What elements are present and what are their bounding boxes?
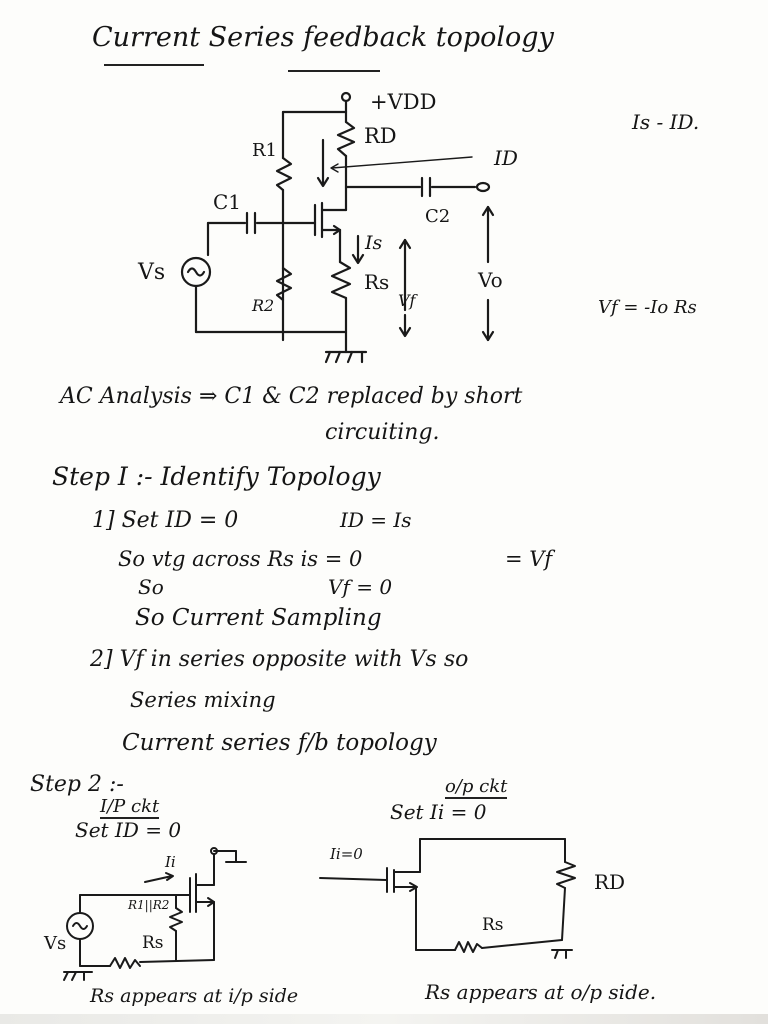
page-edge	[0, 1014, 768, 1024]
step1-item1-line1: 1] Set ID = 0	[92, 508, 239, 533]
current-series-feedback-circuit	[180, 91, 495, 364]
page-title: Current Series feedback topology	[92, 22, 554, 53]
step1-item1-aside: ID = Is	[340, 508, 412, 532]
rd-label: RD	[364, 124, 397, 148]
step2-heading: Step 2 :-	[30, 772, 124, 797]
step1-item1-line3-left: So	[138, 575, 164, 599]
vs-label: Vs	[138, 260, 166, 285]
input-ii-label: Ii	[165, 853, 176, 871]
vf-equation: Vf = -Io Rs	[598, 297, 697, 318]
step1-item1-line3-right: Vf = 0	[328, 575, 393, 599]
input-vs-label: Vs	[44, 933, 67, 954]
r2-label: R2	[252, 296, 275, 315]
input-circuit-condition: Set ID = 0	[75, 818, 182, 842]
step1-item1-line2-aside: = Vf	[505, 547, 553, 571]
vo-label: Vo	[478, 268, 503, 292]
c2-label: C2	[425, 206, 451, 227]
output-rd-label: RD	[594, 870, 626, 894]
r1-label: R1	[252, 140, 278, 161]
step1-item1-line2: So vtg across Rs is = 0	[118, 547, 363, 571]
id-label: ID	[494, 146, 518, 170]
step1-item2-line2: Series mixing	[130, 688, 276, 712]
output-circuit-caption: Rs appears at o/p side.	[425, 980, 657, 1004]
input-rs-label: Rs	[142, 933, 164, 953]
input-circuit-title: I/P ckt	[100, 796, 160, 819]
input-r1r2-label: R1||R2	[128, 898, 170, 912]
rs-label: Rs	[364, 270, 390, 294]
title-underline	[288, 70, 380, 72]
step1-heading: Step I :- Identify Topology	[52, 462, 381, 491]
vdd-label: +VDD	[370, 90, 437, 114]
output-rs-label: Rs	[482, 915, 504, 935]
step1-item1-line4: So Current Sampling	[135, 605, 382, 631]
input-circuit-caption: Rs appears at i/p side	[90, 985, 299, 1007]
is-id-relation: Is - ID.	[632, 110, 700, 134]
vf-label: Vf	[398, 291, 416, 310]
title-underline	[104, 64, 204, 66]
step1-item2-line3: Current series f/b topology	[122, 730, 437, 756]
output-ii-label: Ii=0	[330, 845, 363, 863]
step1-item2-line1: 2] Vf in series opposite with Vs so	[90, 647, 469, 672]
is-label: Is	[365, 232, 383, 254]
output-circuit-condition: Set Ii = 0	[390, 800, 487, 824]
ac-analysis-line1: AC Analysis ⇒ C1 & C2 replaced by short	[60, 384, 523, 409]
c1-label: C1	[213, 190, 242, 214]
output-circuit-title: o/p ckt	[445, 776, 508, 799]
ac-analysis-line2: circuiting.	[325, 420, 440, 445]
